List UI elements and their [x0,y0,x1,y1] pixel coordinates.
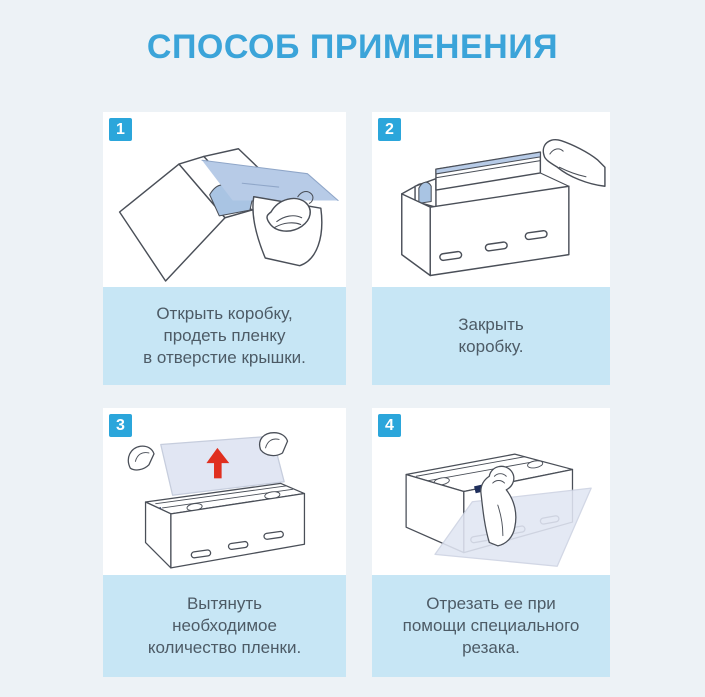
step-4-caption: Отрезать ее при помощи специального реза… [372,575,610,677]
step-1-illustration-panel: 1 [103,112,346,287]
step-1-number-badge: 1 [109,118,132,141]
step-4-number-badge: 4 [378,414,401,437]
step-card-2: 2 [372,112,610,385]
step-card-4: 4 Отрезать ее при помощи специального ре… [372,408,610,677]
step-1-caption: Открыть коробку, продеть пленку в отверс… [103,287,346,385]
close-box-icon [401,139,606,277]
step-2-illustration-panel: 2 [372,112,610,287]
step-card-3: 3 Вытянуть необходимое количество пленки… [103,408,346,677]
step-2-caption: Закрыть коробку. [372,287,610,385]
open-box-thread-film-icon [118,148,339,282]
cut-film-with-cutter-icon [405,453,592,567]
steps-grid: 1 [103,112,610,677]
step-3-illustration-panel: 3 [103,408,346,575]
step-card-1: 1 [103,112,346,385]
pull-out-film-icon [127,432,305,569]
page-title: СПОСОБ ПРИМЕНЕНИЯ [146,28,559,66]
step-4-illustration-panel: 4 [372,408,610,575]
step-2-number-badge: 2 [378,118,401,141]
step-3-caption: Вытянуть необходимое количество пленки. [103,575,346,677]
step-3-number-badge: 3 [109,414,132,437]
